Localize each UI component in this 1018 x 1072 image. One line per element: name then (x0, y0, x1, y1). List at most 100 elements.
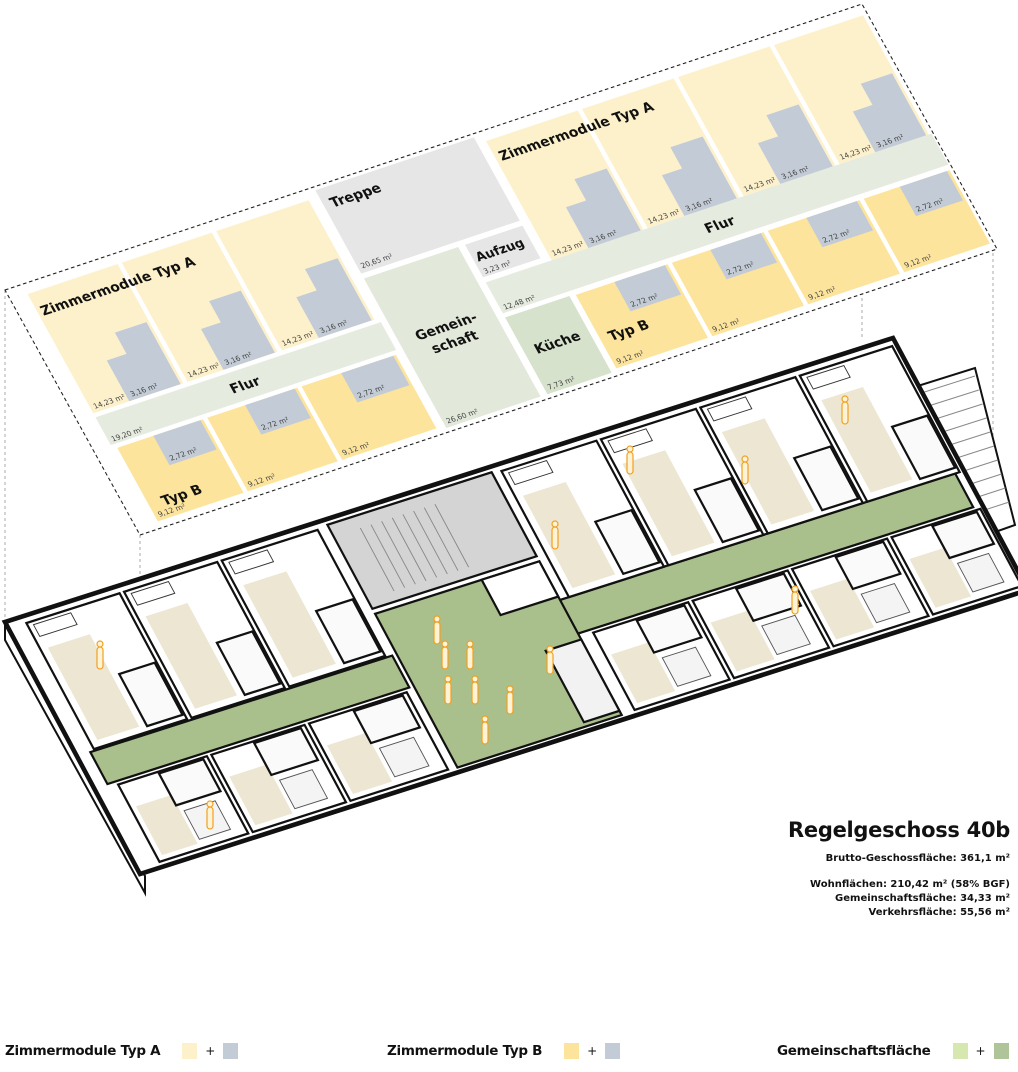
kitchen-counter (544, 638, 622, 724)
floor-title: Regelgeschoss 40b (788, 818, 1010, 842)
person-head (433, 615, 441, 623)
typ-b-bath (153, 420, 217, 466)
legend-plus: + (587, 1044, 598, 1058)
legend-swatch-bath (223, 1043, 239, 1059)
person-figure (96, 646, 104, 670)
legend-label: Zimmermodule Typ A (5, 1043, 161, 1059)
legend-swatch-bath (605, 1043, 621, 1059)
stair-step (423, 507, 459, 571)
person-figure (206, 806, 214, 830)
stair-step (413, 510, 448, 575)
room-floor (229, 764, 293, 826)
person-figure (626, 451, 634, 475)
room-floor (136, 795, 198, 856)
bathroom (593, 508, 661, 576)
typ-a-bath (201, 290, 275, 370)
stat-verkehrsflaeche: Verkehrsfläche: 55,56 m² (868, 907, 1010, 918)
person-figure (741, 461, 749, 485)
typ-a-bath (106, 322, 181, 402)
common-room-floor (373, 559, 624, 769)
legend-label: Gemeinschaftsfläche (777, 1043, 931, 1059)
person-head (506, 685, 514, 693)
bathroom (352, 694, 422, 745)
person-figure (506, 691, 514, 715)
bed (378, 736, 430, 778)
typ-a-bath (565, 168, 641, 249)
bed (278, 769, 329, 810)
stair-step (359, 527, 395, 592)
typ-b-bath (341, 355, 410, 403)
stairwell (325, 470, 539, 611)
window (228, 549, 275, 575)
window (507, 460, 554, 486)
bathroom (215, 630, 282, 697)
bathroom (792, 445, 860, 512)
person-head (471, 675, 479, 683)
bathroom (693, 477, 761, 544)
person-head (546, 645, 554, 653)
person-figure (444, 681, 452, 705)
legend-swatch-dark (993, 1043, 1009, 1059)
person-figure (433, 621, 441, 645)
room-floor (145, 602, 238, 709)
room-floor (47, 634, 140, 741)
window (32, 612, 78, 638)
person-figure (466, 646, 474, 670)
window (706, 396, 753, 422)
typ-a-bath (757, 104, 833, 185)
bathroom (157, 757, 223, 807)
legend-item-typ-b: Zimmermodule Typ B + (387, 1043, 621, 1059)
window (607, 428, 653, 454)
bed (956, 552, 1005, 593)
stat-wohnflaechen: Wohnflächen: 210,42 m² (58% BGF) (810, 879, 1010, 890)
flur-left (95, 322, 397, 446)
person-figure (551, 526, 559, 550)
stair-step (391, 517, 427, 581)
bathroom (117, 661, 185, 728)
person-head (481, 715, 489, 723)
window (806, 364, 851, 390)
typ-a-bath (296, 258, 372, 339)
room-floor (909, 547, 972, 608)
info-block: Regelgeschoss 40b Brutto-Geschossfläche:… (788, 818, 1010, 920)
person-figure (791, 591, 799, 615)
gemeinschaft (363, 247, 541, 428)
legend-plus: + (205, 1044, 216, 1058)
room-floor (522, 482, 616, 589)
room-floor (243, 571, 336, 678)
person-head (791, 585, 799, 593)
legend-label: Zimmermodule Typ B (387, 1043, 543, 1059)
person-head (466, 640, 474, 648)
person-head (741, 455, 749, 463)
person-head (551, 520, 559, 528)
room-floor (710, 610, 775, 672)
typ-b-bath (806, 201, 874, 248)
typ-b-bath (614, 265, 682, 312)
stat-bgf: Brutto-Geschossfläche: 361,1 m² (825, 853, 1010, 864)
person-figure (441, 646, 449, 670)
bathroom (834, 540, 902, 591)
stair-step (434, 504, 470, 568)
person-figure (481, 721, 489, 745)
treppe (315, 137, 520, 274)
legend-swatch-light (952, 1043, 968, 1059)
room-floor (810, 578, 875, 640)
room-floor (611, 642, 676, 704)
aufzug (465, 225, 541, 278)
stair-step (914, 375, 976, 396)
bathroom (890, 414, 957, 481)
stat-gemeinschaftsflaeche: Gemeinschaftsfläche: 34,33 m² (835, 893, 1010, 904)
bathroom (314, 598, 383, 665)
bed (761, 614, 811, 656)
room-floor (326, 732, 393, 795)
flur-right (485, 133, 949, 314)
room-floor (721, 418, 815, 525)
typ-b-bath (710, 233, 778, 280)
typ-a-bath (661, 136, 737, 217)
typ-b-bath (245, 388, 311, 435)
people-figures (96, 395, 849, 830)
room-floor (622, 450, 715, 557)
corridor-left (88, 654, 411, 786)
